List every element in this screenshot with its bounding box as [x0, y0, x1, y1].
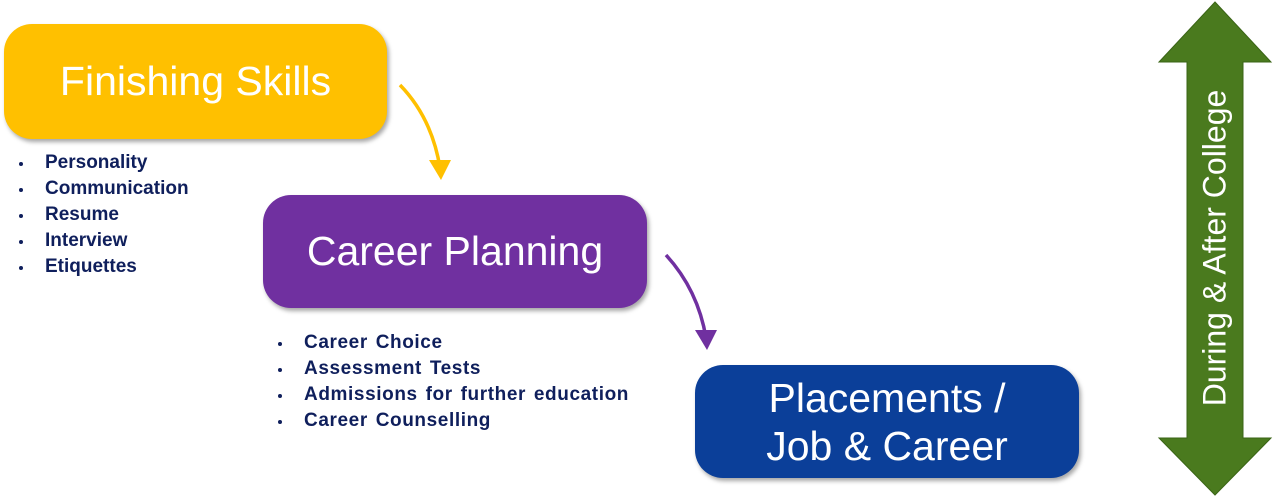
list-item: Personality: [15, 150, 189, 176]
list-item: Assessment Tests: [274, 356, 629, 382]
finishing-skills-list: Personality Communication Resume Intervi…: [15, 150, 189, 280]
during-after-college-label: During & After College: [1196, 89, 1233, 407]
placements-box: Placements / Job & Career: [695, 365, 1079, 478]
placements-line-1: Placements /: [768, 374, 1006, 421]
list-item: Admissions for further education: [274, 382, 629, 408]
finishing-skills-box: Finishing Skills: [4, 24, 387, 139]
connector-arrow-career-to-placements: [664, 253, 708, 339]
connector-arrowhead-finishing: [429, 160, 451, 180]
list-item: Etiquettes: [15, 254, 189, 280]
list-item: Career Choice: [274, 330, 629, 356]
placements-line-2: Job & Career: [766, 422, 1008, 469]
career-planning-box: Career Planning: [263, 195, 647, 308]
career-planning-list: Career Choice Assessment Tests Admission…: [274, 330, 629, 434]
list-item: Resume: [15, 202, 189, 228]
list-item: Communication: [15, 176, 189, 202]
connector-arrowhead-career: [695, 330, 717, 350]
list-item: Career Counselling: [274, 408, 629, 434]
connector-arrow-finishing-to-career: [398, 83, 442, 169]
double-arrow-shape: [1157, 1, 1273, 496]
list-item: Interview: [15, 228, 189, 254]
